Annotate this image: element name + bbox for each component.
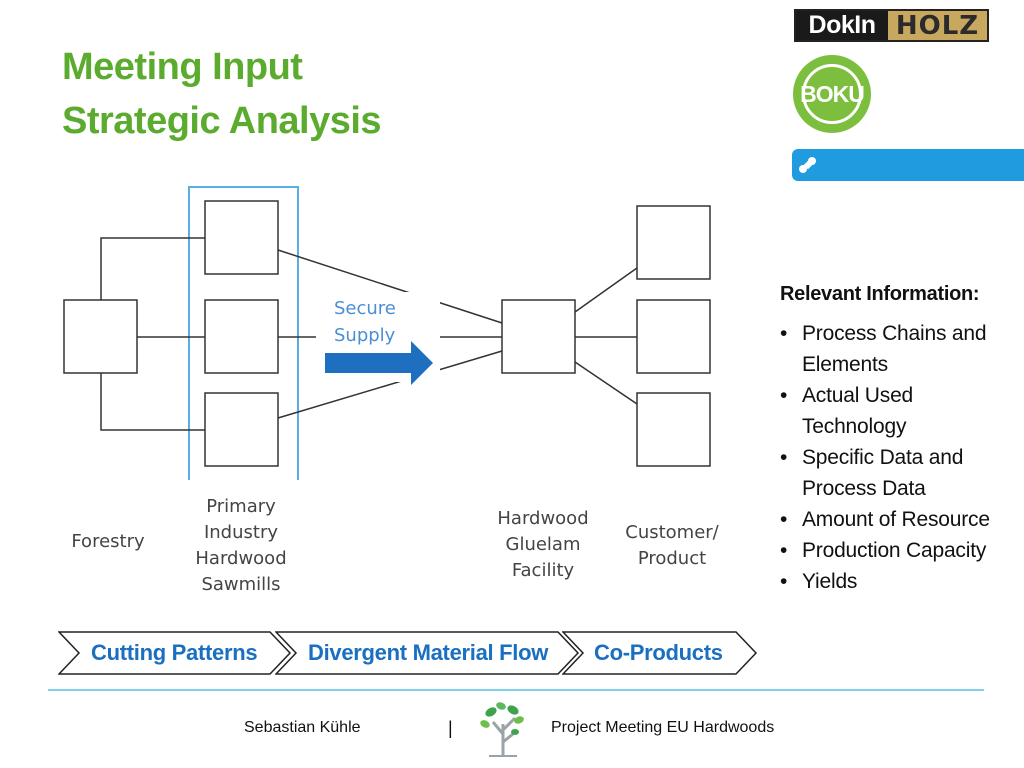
facility-label-line: Facility (511, 560, 575, 581)
boku-logo-text: BOKU (800, 64, 865, 124)
step-cutting-patterns: Cutting Patterns (58, 631, 292, 675)
footer-project: Project Meeting EU Hardwoods (551, 719, 775, 736)
slide-title: Meeting Input Strategic Analysis (62, 40, 382, 148)
secure-supply-line-2: Supply (334, 325, 396, 346)
list-item-line: Process Data (802, 477, 926, 500)
sawmill-node-2 (204, 299, 279, 374)
footer-author: Sebastian Kühle (244, 719, 361, 736)
footer-separator: | (448, 718, 453, 738)
primary-industry-label: Primary Industry Hardwood Sawmills (186, 494, 296, 598)
customer-label-line: Customer/ (625, 522, 719, 543)
step-label: Co-Products (594, 640, 723, 665)
secure-supply-label: Secure Supply (334, 295, 396, 349)
primary-label-line: Primary (206, 496, 276, 517)
list-item-line: Amount of Resource (802, 508, 990, 531)
title-line-2: Strategic Analysis (62, 100, 382, 142)
list-item-line: Elements (802, 353, 888, 376)
step-label: Cutting Patterns (91, 640, 258, 665)
forestry-label: Forestry (71, 531, 145, 552)
sawmills-highlight-box (188, 186, 299, 480)
process-chain-diagram (63, 186, 711, 480)
relevant-information-panel: Relevant Information: Process Chains and… (780, 283, 1020, 597)
facility-node (501, 299, 576, 374)
dokinholz-logo-left: DokIn (796, 11, 888, 40)
list-item-line: Yields (802, 570, 858, 593)
step-co-products: Co-Products (562, 631, 758, 675)
list-item-line: Process Chains and (802, 322, 987, 345)
primary-label-line: Hardwood (195, 548, 287, 569)
title-line-1: Meeting Input (62, 46, 303, 88)
list-item: Amount of Resource (780, 504, 1020, 535)
list-item: Process Chains and Elements (780, 318, 1020, 380)
sawmill-node-1 (204, 200, 279, 275)
list-item-line: Specific Data and (802, 446, 964, 469)
sawmill-node-3 (204, 392, 279, 467)
list-item-line: Production Capacity (802, 539, 987, 562)
relevant-information-list: Process Chains and Elements Actual Used … (780, 318, 1020, 597)
chevron-shape (58, 631, 292, 675)
dokinholz-logo-right: HOLZ (888, 11, 987, 41)
secure-supply-line-1: Secure (334, 298, 396, 319)
secure-supply-arrow-icon (325, 341, 433, 385)
facility-label-line: Hardwood (497, 508, 589, 529)
primary-label-line: Industry (203, 522, 279, 543)
list-item: Production Capacity (780, 535, 1020, 566)
list-item: Specific Data and Process Data (780, 442, 1020, 504)
relevant-information-heading: Relevant Information: (780, 283, 980, 305)
distribution-connectors (574, 267, 638, 405)
customer-label: Customer/ Product (614, 520, 730, 572)
list-item: Yields (780, 566, 1020, 597)
footer-divider (48, 689, 984, 691)
chevron-shape (562, 631, 758, 675)
facility-label: Hardwood Gluelam Facility (488, 506, 598, 584)
list-item-line: Technology (802, 415, 907, 438)
list-item-line: Actual Used (802, 384, 914, 407)
forestry-node (63, 299, 138, 374)
customer-node-2 (636, 299, 711, 374)
institution-banner (792, 149, 1024, 181)
step-label: Divergent Material Flow (308, 640, 549, 665)
facility-label-line: Gluelam (505, 534, 581, 555)
forestry-connectors (100, 237, 205, 431)
institution-mark-icon (799, 157, 816, 173)
customer-node-3 (636, 392, 711, 467)
list-item: Actual Used Technology (780, 380, 1020, 442)
customer-node-1 (636, 205, 711, 280)
customer-label-line: Product (637, 548, 707, 569)
primary-label-line: Sawmills (201, 574, 281, 595)
step-divergent-material-flow: Divergent Material Flow (275, 631, 580, 675)
dokinholz-logo: DokIn HOLZ (794, 9, 989, 42)
boku-logo: BOKU (793, 55, 871, 133)
tree-logo-icon (480, 702, 524, 757)
chevron-shape (275, 631, 580, 675)
